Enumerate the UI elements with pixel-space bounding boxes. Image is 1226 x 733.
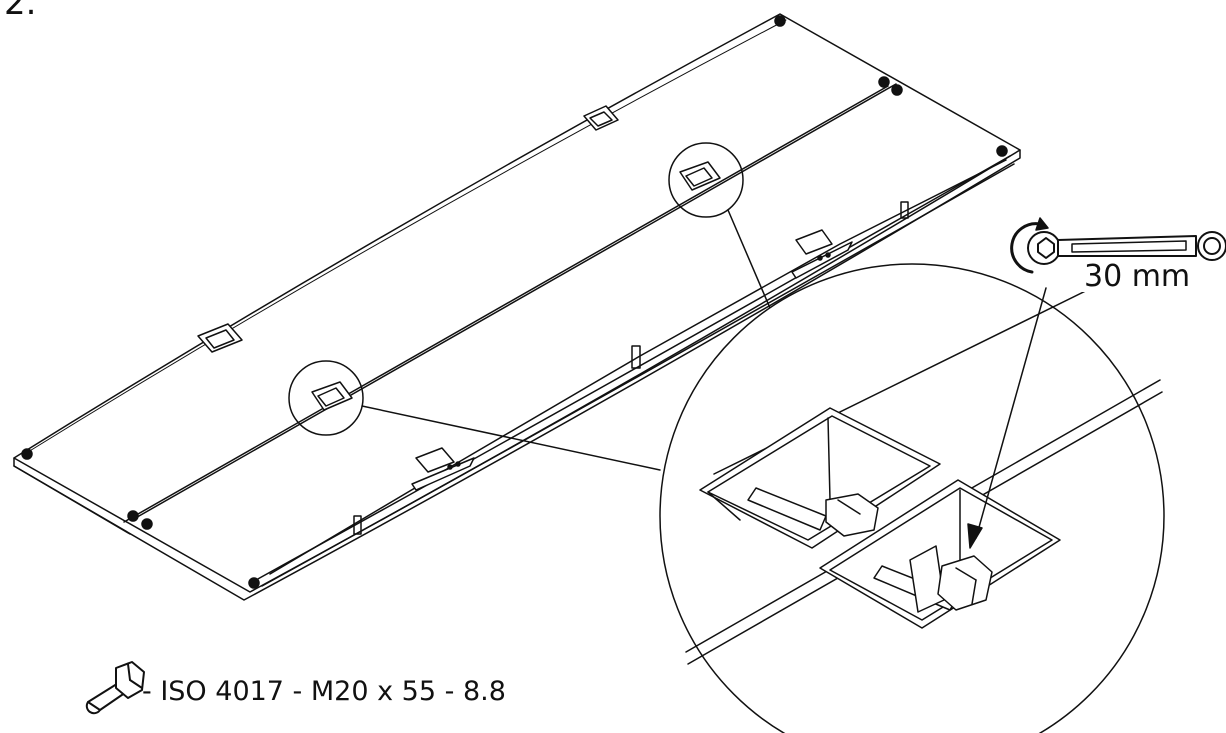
tool-arrow-head (968, 524, 982, 548)
front-beam-bottom (262, 164, 1014, 586)
hinge-hole (456, 462, 460, 466)
hinge-hole (826, 253, 830, 257)
panel-thickness-left (14, 466, 130, 534)
detail-pocket-right (820, 480, 1060, 628)
leader-line (362, 406, 660, 470)
corner-hole (249, 578, 259, 588)
hex-bolt-icon (87, 662, 144, 713)
square-pocket (198, 324, 242, 352)
square-pocket (680, 162, 720, 190)
rotate-arrowhead (1036, 218, 1048, 230)
rotate-arrow-icon (1012, 224, 1040, 272)
beam-connector (632, 346, 640, 368)
corner-hole (879, 77, 889, 87)
tool-arrow-line (976, 288, 1046, 538)
corner-hole (997, 146, 1007, 156)
beam-connector (901, 202, 908, 218)
bolt-spec-label: - ISO 4017 - M20 x 55 - 8.8 (142, 676, 506, 707)
detail-circle (660, 264, 1164, 733)
leader-line (728, 210, 776, 322)
front-beam-top (256, 156, 1010, 580)
callout-circle-right (669, 143, 743, 217)
detail-pocket-left (700, 408, 940, 548)
panel-seam-rear (124, 86, 888, 522)
step-number: 2. (4, 0, 37, 23)
panel-upper-rail (28, 20, 786, 452)
corner-hole (775, 16, 785, 26)
square-pocket (796, 230, 832, 254)
ring-wrench-icon (1012, 218, 1226, 272)
hinge-hole (448, 465, 452, 469)
hinge-hole (818, 256, 822, 260)
square-pocket (416, 448, 454, 472)
corner-hole (22, 449, 32, 459)
detail-view (660, 264, 1164, 733)
square-pocket (584, 106, 618, 130)
corner-hole (892, 85, 902, 95)
square-pocket (312, 382, 352, 410)
corner-hole (142, 519, 152, 529)
corner-hole (128, 511, 138, 521)
panel-seam (132, 84, 896, 520)
callout-circle-left (289, 361, 363, 435)
panel-assembly (14, 14, 1020, 600)
beam-connector (354, 516, 361, 534)
wrench-size-label: 30 mm (1082, 259, 1193, 294)
